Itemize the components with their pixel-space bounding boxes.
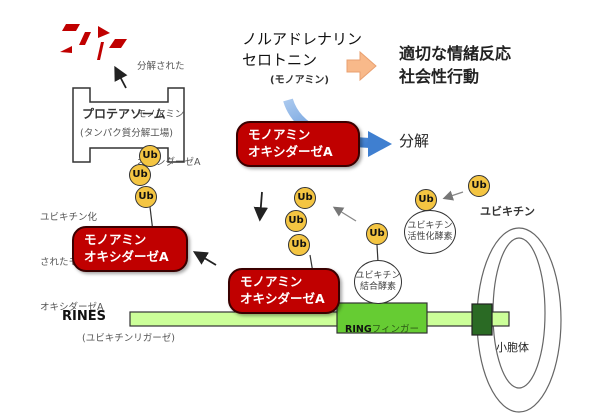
- monoamine-paren: (モノアミン): [270, 75, 329, 86]
- degraded-mao-line1: 分解された: [137, 61, 185, 72]
- degradation-arrow: [114, 65, 128, 89]
- e1-line1: ユビキチン: [407, 220, 453, 231]
- transfer-arrow-e2: [332, 206, 357, 222]
- ubiquitin-icon: Ub: [366, 223, 388, 245]
- ubiquitin-icon: Ub: [294, 187, 316, 209]
- e2-line2: 結合酵素: [359, 282, 396, 292]
- monoamine-line2: セロトニン: [242, 51, 318, 69]
- ring-finger-label: RINGフィンガー: [339, 313, 419, 336]
- ring-bold: RING: [345, 324, 372, 336]
- e1-line2: 活性化酵素: [407, 232, 453, 242]
- ubiquitin-conjugating-enzyme: ユビキチン 結合酵素: [354, 260, 402, 304]
- mao-box-line1: モノアミン: [84, 232, 147, 247]
- ubiquitin-label: ユビキチン: [480, 205, 535, 218]
- degraded-fragments-icon: [60, 24, 127, 60]
- mao-box-line2: オキシダーゼA: [84, 248, 169, 264]
- e2-line1: ユビキチン: [355, 270, 401, 281]
- outcome-line1: 適切な情緒反応: [399, 44, 512, 63]
- degraded-mao-line3: オキシダーゼA: [137, 157, 201, 168]
- rines-label: RINES: [62, 309, 106, 324]
- ubiquitin-activating-enzyme: ユビキチン 活性化酵素: [404, 210, 456, 254]
- vesicle-label: 小胞体: [496, 341, 529, 354]
- mao-box-free: モノアミン オキシダーゼA: [236, 121, 360, 167]
- mao-box-ubiquitinated: モノアミン オキシダーゼA: [72, 226, 188, 272]
- ring-rest: フィンガー: [371, 324, 419, 336]
- outcome-line2: 社会性行動: [399, 67, 480, 86]
- proteasome-title: プロテアソーム: [82, 107, 166, 121]
- ring-finger-domain: [336, 302, 428, 334]
- ubiquitin-icon: Ub: [135, 186, 157, 208]
- arrow-down: [253, 191, 269, 222]
- ubiquitin-icon: Ub: [415, 189, 437, 211]
- ubiquitin-icon: Ub: [468, 175, 490, 197]
- ubiquitin-icon: Ub: [288, 234, 310, 256]
- ubiquitinated-mao-line1: ユビキチン化: [40, 212, 98, 223]
- mao-box-line2: オキシダーゼA: [240, 290, 325, 306]
- rines-membrane-bar: [129, 311, 510, 327]
- ubiquitin-icon: Ub: [129, 164, 151, 186]
- degraded-mao-line2: モノアミン: [137, 109, 185, 120]
- proteasome-shape: [72, 87, 185, 163]
- outcome-arrow: [346, 50, 377, 82]
- transmembrane-anchor: [471, 303, 493, 336]
- decomposition-label: 分解: [399, 132, 430, 150]
- mao-box-line1: モノアミン: [248, 127, 311, 142]
- mao-box-membrane: モノアミン オキシダーゼA: [228, 268, 340, 314]
- transfer-arrow-e1: [442, 190, 464, 201]
- ubiquitinated-mao-line3: オキシダーゼA: [40, 302, 104, 313]
- ubiquitin-icon: Ub: [139, 145, 161, 167]
- rines-subtitle: (ユビキチンリガーゼ): [82, 333, 175, 344]
- proteasome-subtitle: (タンパク質分解工場): [80, 128, 173, 139]
- ubiquitin-icon: Ub: [285, 210, 307, 232]
- mao-box-line2: オキシダーゼA: [248, 143, 333, 159]
- monoamine-line1: ノルアドレナリン: [242, 30, 363, 48]
- arrow-to-ubiquitinated: [192, 251, 217, 266]
- degraded-mao-label: 分解された モノアミン オキシダーゼA: [137, 27, 201, 187]
- mao-box-line1: モノアミン: [240, 274, 303, 289]
